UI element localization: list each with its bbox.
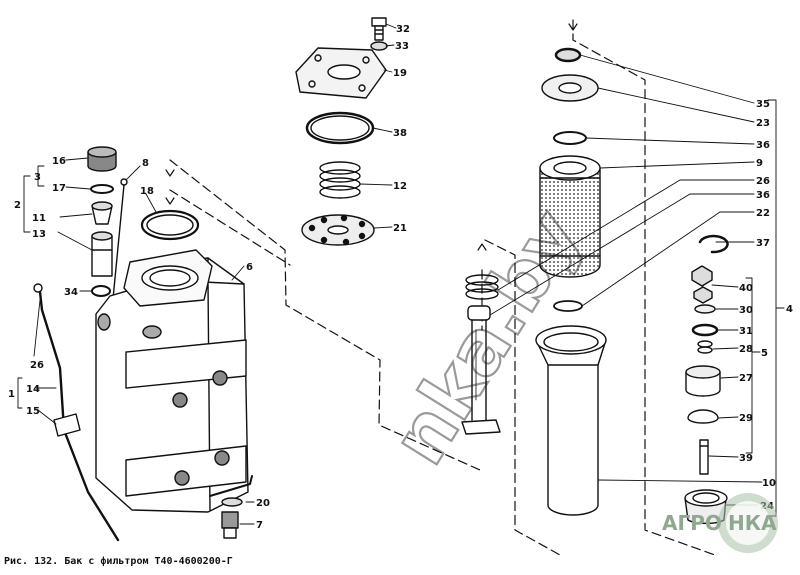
perforated-plate-part-21 (301, 214, 375, 246)
callout-2: 2 (14, 200, 21, 211)
bolt-part-39 (699, 439, 709, 475)
callout-4: 4 (786, 304, 793, 315)
direction-arrows (165, 23, 578, 251)
dashed-assembly-lines (169, 19, 716, 556)
agronka-logo: АГРО НКА (662, 493, 778, 553)
nut-part-24 (684, 489, 728, 525)
spring-rod-assembly (461, 274, 501, 435)
callout-8: 8 (142, 158, 149, 169)
callout-35: 35 (756, 99, 770, 110)
callout-22: 22 (756, 208, 770, 219)
filter-element-part-9 (539, 155, 601, 278)
nut-part-40 (691, 265, 713, 304)
cap-part-16 (87, 146, 117, 172)
callout-26-left: 26 (30, 360, 44, 371)
drain-tube-assembly (33, 283, 120, 542)
logo-text-left: АГРО (662, 511, 722, 535)
callout-7: 7 (256, 520, 263, 531)
figure-caption: Рис. 132. Бак с фильтром Т40-4600200-Г (4, 556, 233, 567)
callout-21: 21 (393, 223, 407, 234)
callout-38: 38 (393, 128, 407, 139)
spring-part-12 (319, 161, 361, 199)
callout-39: 39 (739, 453, 753, 464)
washer-part-33 (370, 41, 388, 51)
callout-5: 5 (761, 348, 768, 359)
fitting-part-7 (221, 511, 239, 539)
callout-labels: 32 33 19 38 12 21 35 23 36 9 26 36 22 37… (8, 24, 793, 531)
o-ring-part-36 (553, 131, 587, 145)
gasket-ring-part-38 (305, 111, 375, 145)
callout-1: 1 (8, 389, 15, 400)
callout-3: 3 (34, 172, 41, 183)
bolt-part-32 (371, 17, 387, 41)
callout-9: 9 (756, 158, 763, 169)
callout-14: 14 (26, 384, 40, 395)
gasket-part-17 (90, 184, 114, 194)
callout-23: 23 (756, 118, 770, 129)
snap-ring-part-37 (698, 234, 729, 254)
cup-part-27 (685, 365, 721, 397)
logo-text-right: НКА (728, 511, 777, 535)
callout-12: 12 (393, 181, 407, 192)
ring-part-31 (691, 323, 719, 337)
callout-26-right: 26 (756, 176, 770, 187)
callout-18: 18 (140, 186, 154, 197)
callout-15: 15 (26, 406, 40, 417)
callout-19: 19 (393, 68, 407, 79)
callout-28: 28 (739, 344, 753, 355)
callout-30-right: 30 (739, 305, 753, 316)
ring-part-34 (91, 285, 111, 297)
callout-33: 33 (395, 41, 409, 52)
callout-36-mid: 36 (756, 190, 770, 201)
ring-part-18 (140, 209, 200, 241)
cover-disc-part-23 (541, 74, 599, 102)
callout-17: 17 (52, 183, 66, 194)
callout-10: 10 (762, 478, 776, 489)
callout-29: 29 (739, 413, 753, 424)
callout-36-top: 36 (756, 140, 770, 151)
callout-27: 27 (739, 373, 753, 384)
flange-cover-part-19 (295, 47, 387, 99)
callout-40: 40 (739, 283, 753, 294)
washer-part-35 (554, 47, 582, 63)
strainer-part-11 (91, 201, 113, 225)
callout-20: 20 (256, 498, 270, 509)
callout-13: 13 (32, 229, 46, 240)
callout-37: 37 (756, 238, 770, 249)
callout-31: 31 (739, 326, 753, 337)
callout-16: 16 (52, 156, 66, 167)
filter-housing-part-10 (535, 325, 607, 516)
callout-32: 32 (396, 24, 410, 35)
ring-part-22 (553, 300, 583, 312)
cap-part-29 (687, 409, 719, 424)
callout-6: 6 (246, 262, 253, 273)
washer-part-30-right (694, 304, 716, 314)
tank-body-part-6 (95, 249, 253, 513)
callout-11: 11 (32, 213, 46, 224)
spring-part-28 (697, 340, 713, 354)
union-part-20 (221, 497, 243, 507)
callout-34: 34 (64, 287, 78, 298)
neck-part-13 (91, 231, 113, 277)
